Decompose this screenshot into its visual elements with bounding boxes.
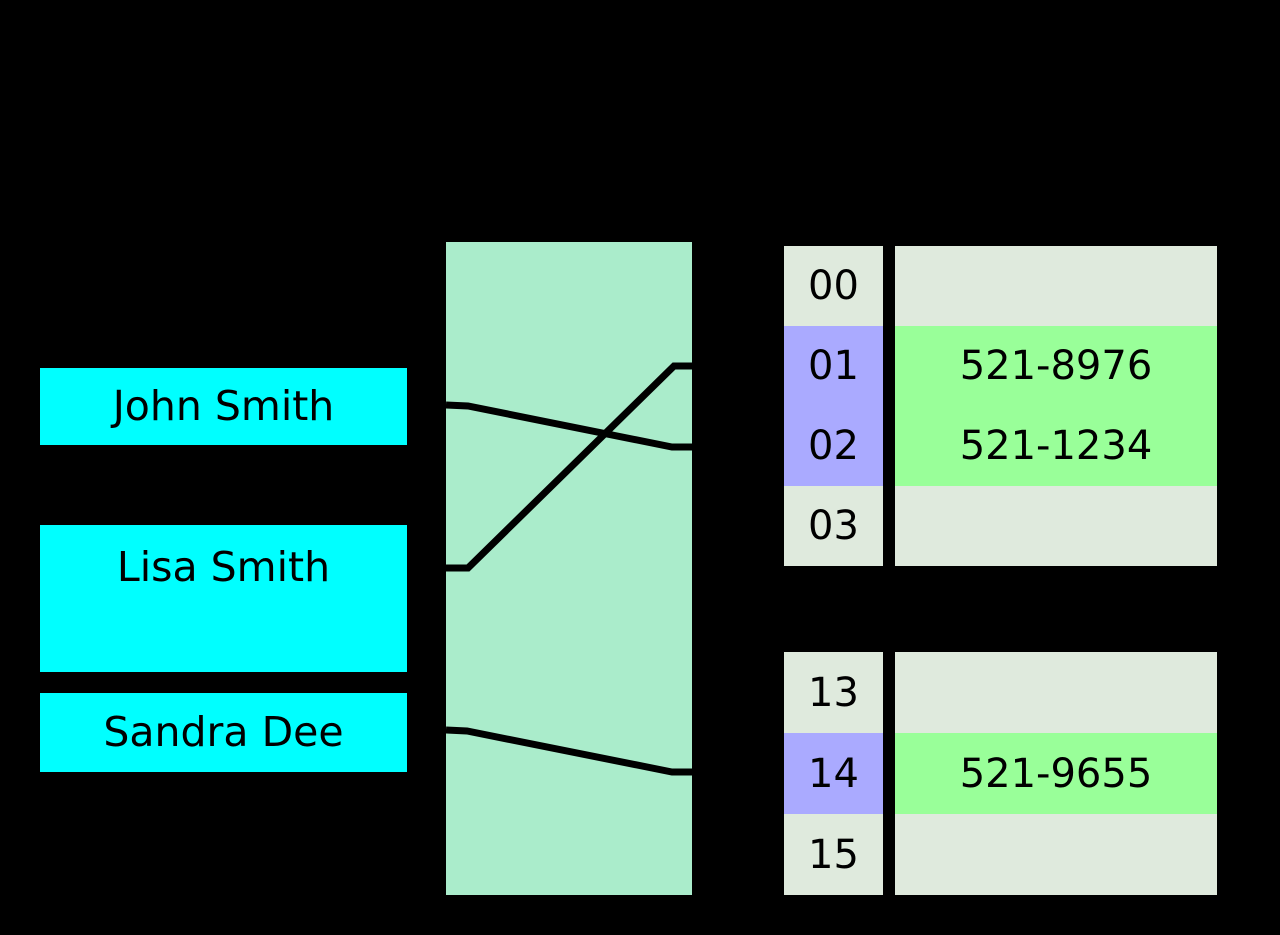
key-label: John Smith — [112, 382, 335, 430]
bucket-index-label: 13 — [808, 669, 859, 716]
bucket-index-label: 00 — [808, 263, 859, 309]
key-box-sandra-dee: Sandra Dee — [40, 693, 407, 772]
bucket-value-cell: 521-8976 — [895, 326, 1217, 406]
bucket-index-label: 15 — [808, 831, 859, 878]
bucket-table-top: 00 01 521-8976 02 521-1234 03 — [784, 246, 1217, 566]
bucket-value-cell — [895, 652, 1217, 733]
bucket-value-label: 521-8976 — [959, 343, 1153, 389]
bucket-index-cell: 13 — [784, 652, 883, 733]
bucket-index-cell: 03 — [784, 486, 883, 566]
bucket-table-bottom: 13 14 521-9655 15 — [784, 652, 1217, 895]
bucket-index-label: 03 — [808, 503, 859, 549]
bucket-value-cell — [895, 246, 1217, 326]
bucket-index-cell: 14 — [784, 733, 883, 814]
bucket-value-label: 521-1234 — [959, 423, 1153, 469]
bucket-index-label: 01 — [808, 343, 859, 389]
bucket-index-cell: 15 — [784, 814, 883, 895]
key-box-john-smith: John Smith — [40, 368, 407, 445]
bucket-index-label: 02 — [808, 423, 859, 469]
bucket-value-cell: 521-1234 — [895, 406, 1217, 486]
key-label: Lisa Smith — [116, 543, 331, 591]
bucket-value-cell: 521-9655 — [895, 733, 1217, 814]
bucket-index-cell: 01 — [784, 326, 883, 406]
bucket-index-cell: 02 — [784, 406, 883, 486]
bucket-value-cell — [895, 486, 1217, 566]
bucket-index-cell: 00 — [784, 246, 883, 326]
bucket-value-cell — [895, 814, 1217, 895]
key-box-lisa-smith: Lisa Smith — [40, 525, 407, 672]
hash-function-block — [446, 242, 692, 895]
key-label: Sandra Dee — [103, 708, 344, 756]
bucket-index-label: 14 — [808, 750, 859, 797]
bucket-value-label: 521-9655 — [959, 750, 1153, 797]
